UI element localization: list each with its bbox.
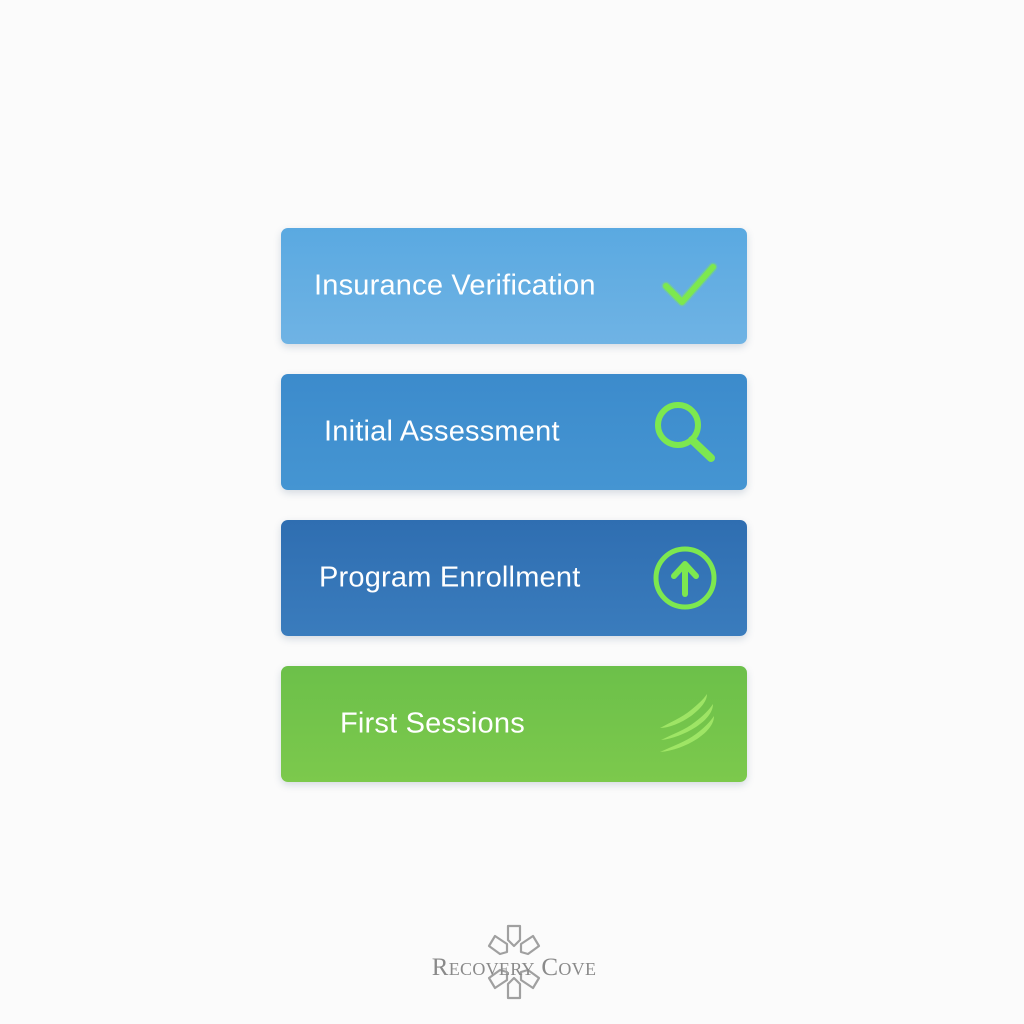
step-first-sessions[interactable]: First Sessions [281, 666, 747, 782]
step-initial-assessment[interactable]: Initial Assessment [281, 374, 747, 490]
step-program-enrollment[interactable]: Program Enrollment [281, 520, 747, 636]
arrow-up-circle-icon [649, 542, 721, 614]
step-label: First Sessions [340, 707, 525, 740]
step-label: Program Enrollment [319, 561, 581, 594]
step-insurance-verification[interactable]: Insurance Verification [281, 228, 747, 344]
snowflake-cross-icon [486, 924, 542, 1000]
onboarding-steps: Insurance Verification Initial Assessmen… [281, 228, 747, 782]
step-label: Insurance Verification [314, 269, 596, 302]
brand-name: Recovery Cove [431, 954, 597, 981]
magnifier-icon [648, 396, 720, 468]
check-icon [653, 250, 725, 322]
brand-logo: Recovery Cove [412, 924, 616, 1000]
waves-icon [651, 688, 723, 760]
step-label: Initial Assessment [324, 415, 560, 448]
